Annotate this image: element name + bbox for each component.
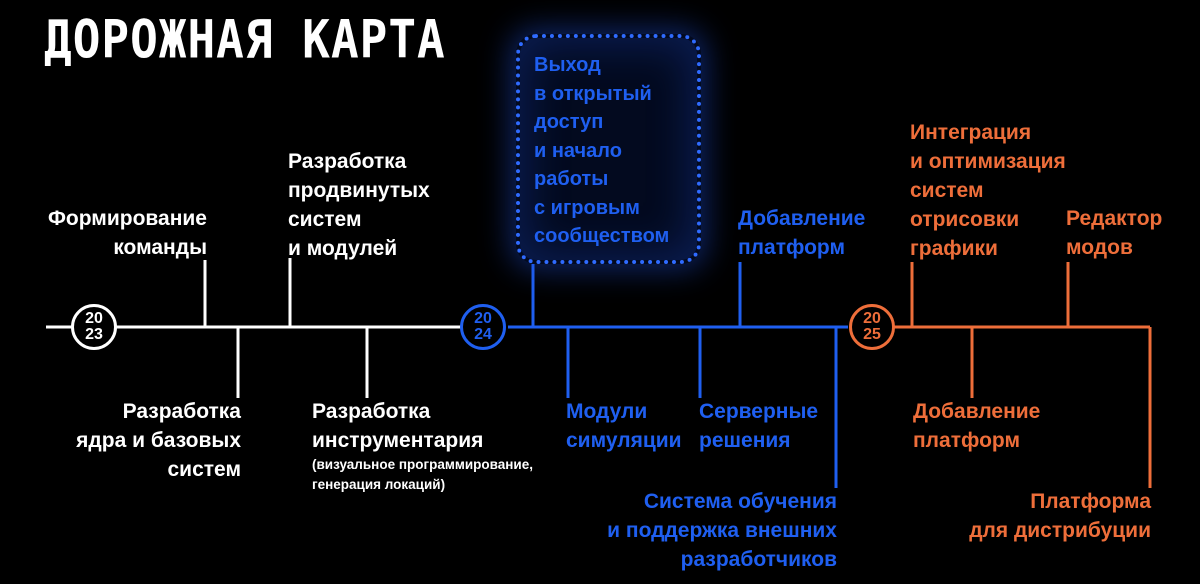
year-top: 20	[85, 310, 103, 327]
milestone-platforms-2025: Добавление платформ	[913, 400, 1041, 452]
year-bottom: 23	[85, 326, 103, 343]
milestone-mods-editor: Редактор модов	[1066, 207, 1163, 259]
year-badge-2025: 20 25	[849, 304, 895, 350]
milestone-team-formation: Формирование команды	[48, 207, 207, 259]
year-top: 20	[863, 310, 881, 327]
page-title: ДОРОЖНАЯ КАРТА	[44, 8, 446, 71]
milestone-education-system: Система обучения и поддержка внешних раз…	[607, 490, 837, 571]
milestone-platforms-2024: Добавление платформ	[738, 207, 866, 259]
milestone-simulation-modules: Модули симуляции	[566, 400, 682, 452]
milestone-graphics-integration: Интеграция и оптимизация систем отрисовк…	[910, 121, 1066, 260]
milestone-tools-development: Разработка инструментария	[312, 400, 484, 452]
milestone-advanced-systems: Разработка продвинутых систем и модулей	[288, 150, 430, 260]
year-top: 20	[474, 310, 492, 327]
year-badge-2023: 20 23	[71, 304, 117, 350]
milestone-public-release: Выход в открытый доступ и начало работы …	[534, 54, 670, 247]
milestone-server-solutions: Серверные решения	[699, 400, 819, 452]
milestone-distribution-platform: Платформа для дистрибуции	[969, 490, 1151, 542]
release-highlight-box	[516, 34, 701, 264]
year-bottom: 25	[863, 326, 881, 343]
milestone-core-development: Разработка ядра и базовых систем	[76, 400, 241, 481]
year-bottom: 24	[474, 326, 492, 343]
milestone-tools-note: (визуальное программирование, генерация …	[312, 457, 533, 492]
year-badge-2024: 20 24	[460, 304, 506, 350]
